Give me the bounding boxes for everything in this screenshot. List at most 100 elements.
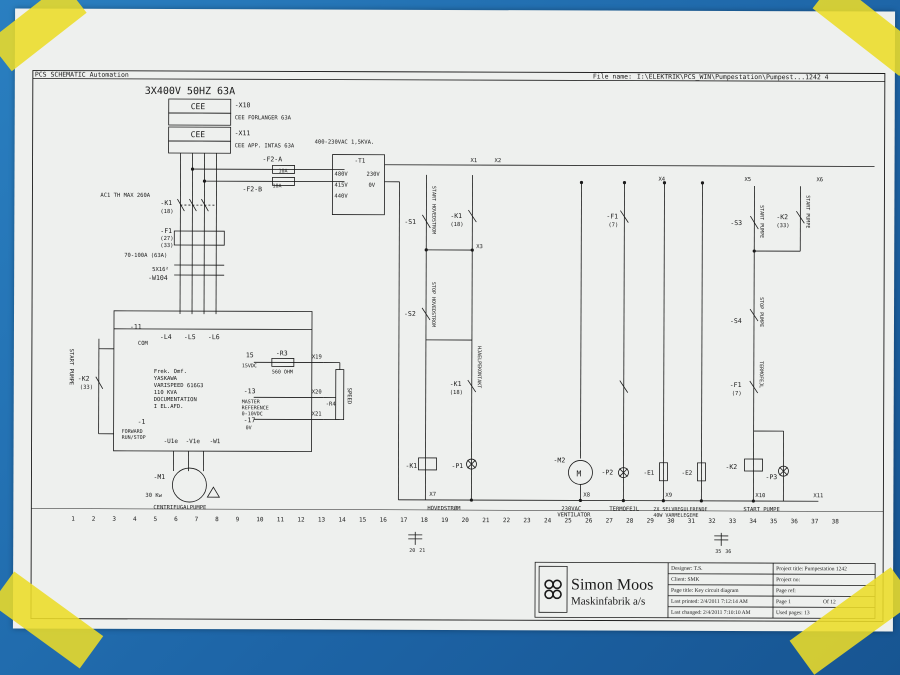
vfd-range: 0-10VDC [242,411,263,417]
f1-ref: -F1 [160,227,172,235]
term-x3: X3 [476,244,483,250]
p1-ref: -P1 [451,462,463,470]
s2-label: STOP HOVEDSTROM [430,282,436,327]
vfd-line-3: 110 KVA [154,390,178,396]
heater-e2 [697,462,706,482]
fuse-f2b-ref: -F2-B [242,185,262,193]
supply-label: 3X400V 50HZ 63A [145,86,235,97]
tb-client: Client: SMK [671,576,700,583]
column-number: 12 [297,516,305,523]
vfd-l5: -L5 [184,333,196,341]
column-number: 33 [729,518,737,525]
vfd-l4: -L4 [160,333,172,341]
tb-used: Used pages: 13 [775,610,810,617]
x11-ref: -X11 [235,129,251,137]
column-number: 10 [256,516,264,523]
transformer-t1 [331,154,385,216]
contactor-coil-k2 [744,458,763,472]
x10-desc: CEE FORLANGER 63A [235,115,292,121]
tb-designer: Designer: T.S. [671,565,703,572]
x11-desc: CEE APP. INTAS 63A [235,143,295,149]
fuse-f2a [272,164,295,174]
column-number: 4 [133,516,137,523]
vfd-t15: 15 [246,351,254,359]
terminal-x20: X20 [312,390,322,396]
f1b-label: TERMOFEJL [758,361,764,388]
s4-label: STOP PUMPE [758,297,764,327]
k2a-label: START PUMPE [804,195,810,228]
vfd-t11: -11 [130,323,142,331]
vfd-com: COM [138,341,149,347]
vfd-t13: -13 [244,387,256,395]
column-number: 22 [503,517,511,524]
header-file-label: File name: [593,72,632,80]
s3-label: START PUMPE [758,205,764,238]
k2a-sub: (33) [776,223,789,229]
m2-glyph: M [576,469,581,478]
k1-main-note: AC1 TH MAX 260A [100,193,150,199]
term-x4: X4 [658,177,665,183]
vfd-l6: -L6 [208,333,220,341]
column-number: 28 [626,518,634,525]
term-x1: X1 [471,158,478,164]
cable-size: 5X16² [152,266,169,273]
column-number: 6 [174,516,178,523]
term-x11: X11 [813,493,823,499]
vfd-w: -W1 [210,438,221,445]
column-number: 26 [585,517,593,524]
motor-m1 [172,467,207,503]
motor-m1-ref: -M1 [153,473,165,481]
motor-m1-power: 30 Kw [145,493,162,499]
column-number: 31 [688,518,696,525]
vfd-line-2: VARISPEED 616G3 [154,383,204,389]
vfd-master: MASTER [242,399,261,405]
f1-overload [173,230,225,246]
tb-project-title: Project title: Pumpestation 1242 [776,566,847,573]
term-x10: X10 [755,493,765,499]
column-number: 25 [564,517,572,524]
x10-box-label: CEE [191,102,206,111]
m2-volt: 230VAC [561,506,581,512]
vfd-line-4: DOCUMENTATION [154,397,197,403]
tb-project-no: Project no: [776,577,801,584]
transformer-in1: 480V [334,172,348,178]
lamp-p2 [618,467,629,478]
fuse-f2b [272,176,295,186]
column-number: 8 [215,516,219,523]
term-x8: X8 [583,492,590,498]
s2-ref: -S2 [404,310,416,318]
column-number: 5 [153,516,157,523]
term-x7: X7 [429,492,436,498]
k2-left-sub: (33) [80,385,93,391]
transformer-out2: 0V [368,183,375,189]
f1b-ref: -F1 [730,381,742,389]
fuse-f2-rating: 10A [279,168,288,174]
schematic-sheet: PCS SCHEMATIC Automation File name: I:\E… [12,8,896,632]
f1a-sub: (7) [608,223,618,229]
pot-speed: SPEED [346,388,352,405]
termofejl-label: TERMOFEJL [609,507,640,513]
fuse-f2-rating2: 10A [272,183,281,189]
company-logo-icon [543,578,563,600]
column-number: 13 [318,517,326,524]
m2-ref: -M2 [553,456,565,464]
column-number: 23 [523,517,531,524]
column-number: 15 [359,517,367,524]
f1a-ref: -F1 [606,213,618,221]
terminal-x21: X21 [312,412,322,418]
vfd-runstop: RUN/STOP [122,435,146,441]
column-number: 20 [462,517,470,524]
pot-r4-ref: -R4 [326,402,337,408]
column-number: 36 [791,518,799,525]
company-subname: Maskinfabrik a/s [570,595,646,608]
header-file-path: I:\ELEKTRIK\PCS_WIN\Pumpestation\Pumpest… [637,73,829,82]
vfd-v: -V1e [186,438,201,445]
column-number: 16 [380,517,388,524]
tb-changed: Last changed: 2/4/2011 7:10:10 AM [670,609,751,617]
tb-page-ref: Page ref: [776,588,796,595]
tb-of: Of 12 [823,599,836,606]
heater-line2: 40W VARMELEGEME [653,513,698,519]
motor-m1-name: CENTRIFUGALPUMPE [153,505,206,511]
k1b-label: HJAELPEKONTAKT [476,346,482,388]
m2-name: VENTILATOR [557,512,591,518]
